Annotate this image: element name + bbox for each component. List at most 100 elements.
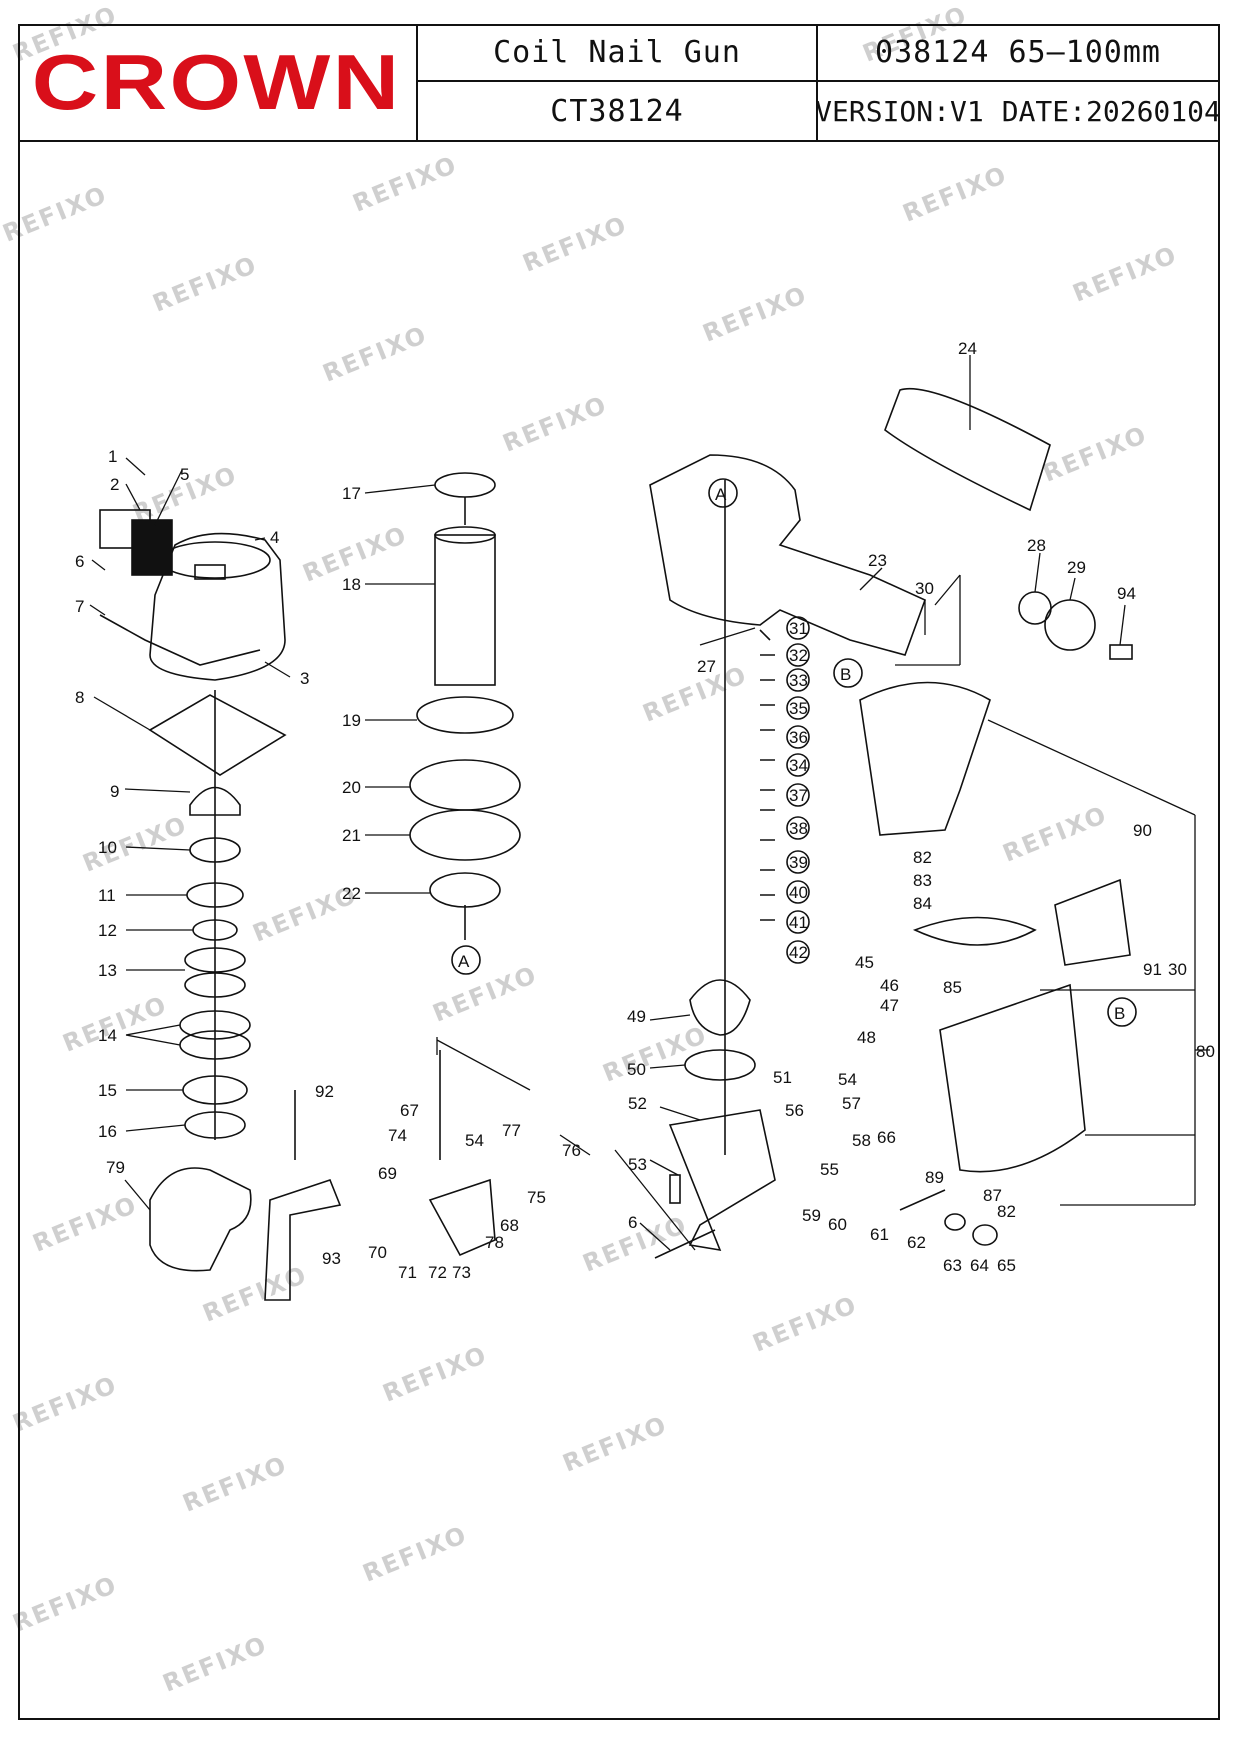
callout-51: 51	[773, 1068, 792, 1087]
cap-64	[972, 1224, 998, 1246]
cover-drawing	[149, 1167, 252, 1272]
callout-47: 47	[880, 996, 899, 1015]
ring-20	[409, 759, 521, 811]
model-number: CT38124	[418, 82, 818, 140]
callout-4: 4	[270, 528, 279, 547]
callout-91: 91	[1143, 960, 1162, 979]
version-date: VERSION:V1 DATE:20260104	[815, 82, 1221, 140]
seal-plate-drawing	[148, 694, 287, 776]
callout-11: 11	[98, 886, 116, 905]
bracket-93	[264, 1179, 342, 1301]
bolt-6	[654, 1229, 716, 1259]
callout-55: 55	[820, 1160, 839, 1179]
callout-78: 78	[485, 1233, 504, 1252]
marker-b-left: B	[840, 665, 851, 684]
magazine-80	[939, 983, 1086, 1173]
callout-58: 58	[852, 1131, 871, 1150]
callout-75: 75	[527, 1188, 546, 1207]
callout-29: 29	[1067, 558, 1086, 577]
callout-labels: 1 2 3 4 5 6 7 8 9 10 11 12 13 14 15 16 1…	[75, 339, 1215, 1282]
cap-top-ellipse	[159, 541, 271, 579]
callout-30-bottom: 30	[1168, 960, 1187, 979]
callout-77: 77	[502, 1121, 521, 1140]
callout-3: 3	[300, 669, 309, 688]
callout-69: 69	[378, 1164, 397, 1183]
callout-65: 65	[997, 1256, 1016, 1275]
callout-38: 38	[789, 819, 808, 838]
callout-10: 10	[98, 838, 117, 857]
brand-logo: CROWN	[32, 37, 402, 126]
date-label: DATE:20260104	[1001, 94, 1221, 128]
piston-head	[434, 472, 496, 498]
callout-59: 59	[802, 1206, 821, 1225]
callout-40: 40	[789, 883, 808, 902]
callout-37: 37	[789, 786, 808, 805]
bolt-53	[669, 1174, 681, 1204]
callout-93: 93	[322, 1249, 341, 1268]
valve-callout-circles	[786, 616, 810, 964]
callout-61: 61	[870, 1225, 889, 1244]
fitting-94	[1109, 644, 1133, 660]
callout-46: 46	[880, 976, 899, 995]
callout-45: 45	[855, 953, 874, 972]
callout-89: 89	[925, 1168, 944, 1187]
valve-stack-upper	[759, 629, 775, 921]
product-code: 038124 65–100mm	[818, 24, 1218, 82]
callout-74: 74	[388, 1126, 407, 1145]
callout-66: 66	[877, 1128, 896, 1147]
ring-50	[684, 1049, 756, 1081]
marker-a-lower: A	[458, 952, 470, 971]
callout-22: 22	[342, 884, 361, 903]
callout-1: 1	[108, 447, 117, 466]
callout-13: 13	[98, 961, 117, 980]
callout-87: 87	[983, 1186, 1002, 1205]
callout-53: 53	[628, 1155, 647, 1174]
callout-79: 79	[106, 1158, 125, 1177]
callout-54-right: 54	[838, 1070, 857, 1089]
cylinder-cap-drawing	[149, 532, 286, 681]
callout-36: 36	[789, 728, 808, 747]
callout-19: 19	[342, 711, 361, 730]
ball-valve-49	[689, 979, 751, 1036]
callout-35: 35	[789, 699, 808, 718]
callout-5: 5	[180, 465, 189, 484]
callout-42: 42	[789, 943, 808, 962]
callout-72: 72	[428, 1263, 447, 1282]
callout-68: 68	[500, 1216, 519, 1235]
spring-62	[899, 1189, 946, 1211]
callout-80: 80	[1196, 1042, 1215, 1061]
callout-27: 27	[697, 657, 716, 676]
callout-30-top: 30	[915, 579, 934, 598]
callout-41: 41	[789, 913, 808, 932]
callout-34: 34	[789, 756, 808, 775]
marker-b-right: B	[1114, 1004, 1125, 1023]
callout-18: 18	[342, 575, 361, 594]
callout-31: 31	[789, 619, 808, 638]
callout-56: 56	[785, 1101, 804, 1120]
callout-8: 8	[75, 688, 84, 707]
callout-90: 90	[1133, 821, 1152, 840]
callout-84: 84	[913, 894, 932, 913]
callout-71: 71	[398, 1263, 417, 1282]
leader-lines	[89, 355, 1210, 1251]
cap-window	[194, 564, 226, 580]
gasket-drawing	[99, 614, 261, 666]
callout-33: 33	[789, 671, 808, 690]
part-drawings	[99, 387, 1133, 1301]
callout-63: 63	[943, 1256, 962, 1275]
callout-2: 2	[110, 475, 119, 494]
title-block: CROWN Coil Nail Gun 038124 65–100mm CT38…	[18, 24, 1221, 142]
ring-63	[944, 1213, 966, 1231]
cylinder-drawing	[434, 534, 496, 686]
callout-15: 15	[98, 1081, 117, 1100]
door-90	[1054, 878, 1131, 966]
callout-23: 23	[868, 551, 887, 570]
callout-85: 85	[943, 978, 962, 997]
frame-52	[668, 1109, 776, 1252]
callout-83: 83	[913, 871, 932, 890]
callout-48: 48	[857, 1028, 876, 1047]
end-cap-29	[1044, 599, 1096, 651]
callout-14: 14	[98, 1026, 117, 1045]
callout-50: 50	[627, 1060, 646, 1079]
